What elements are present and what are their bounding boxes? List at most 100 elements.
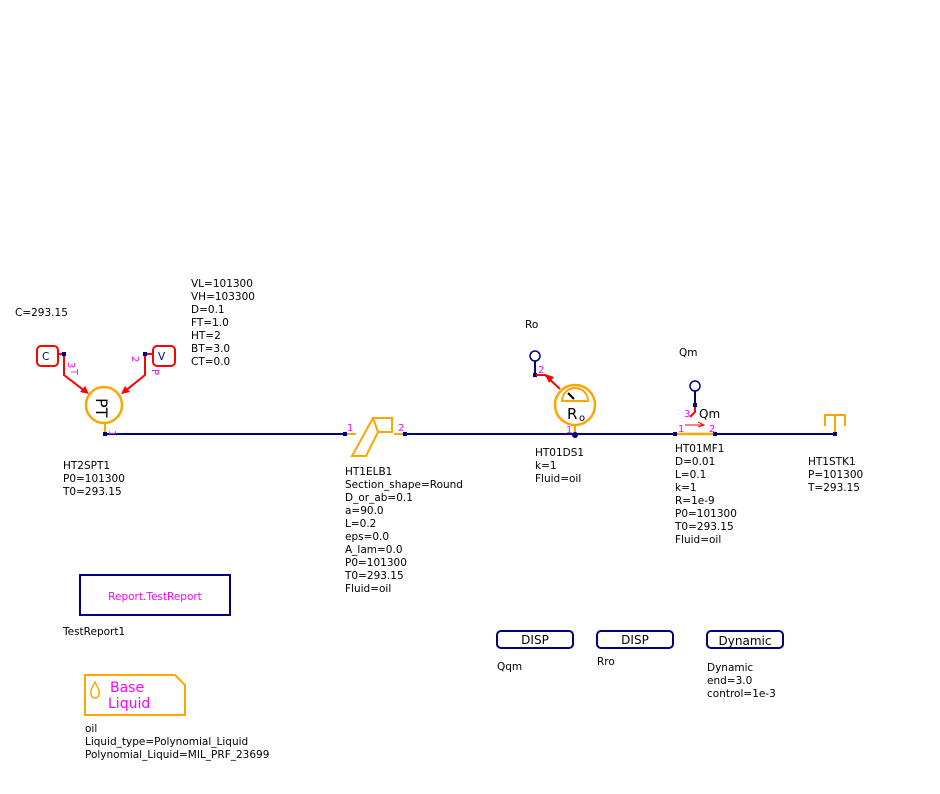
node[interactable]: [62, 352, 66, 356]
svg-text:Liquid: Liquid: [108, 696, 150, 712]
node[interactable]: [833, 432, 837, 436]
output-port-icon[interactable]: [529, 350, 541, 362]
svg-text:Dynamic: Dynamic: [719, 634, 772, 648]
test-report[interactable]: Report.TestReport TestReport1: [62, 574, 231, 638]
svg-text:HT01DS1: HT01DS1: [535, 447, 584, 459]
svg-text:Base: Base: [110, 680, 144, 696]
sensor-symbol-label: R: [567, 405, 577, 423]
svg-text:HT1ELB1: HT1ELB1: [345, 466, 392, 478]
node[interactable]: [143, 352, 147, 356]
node[interactable]: [693, 403, 697, 407]
svg-text:T0=293.15: T0=293.15: [674, 521, 734, 533]
svg-text:Dynamic: Dynamic: [707, 662, 754, 674]
svg-text:HT1STK1: HT1STK1: [808, 456, 856, 468]
display-name: Qqm: [497, 661, 522, 673]
svg-text:BT=3.0: BT=3.0: [191, 343, 230, 355]
svg-text:Report.TestReport: Report.TestReport: [108, 591, 202, 603]
base-liquid[interactable]: Base Liquid oil Liquid_type=Polynomial_L…: [84, 674, 269, 761]
svg-text:A_lam=0.0: A_lam=0.0: [345, 544, 403, 556]
density-sensor-HT01DS1[interactable]: Ro 2 R o 1 HT01DS1 k=1 Fluid=oil: [525, 319, 597, 485]
svg-text:T0=293.15: T0=293.15: [62, 486, 122, 498]
elbow-params: HT1ELB1 Section_shape=Round D_or_ab=0.1 …: [344, 466, 463, 595]
svg-text:CT=0.0: CT=0.0: [191, 356, 230, 368]
svg-text:P0=101300: P0=101300: [63, 473, 125, 485]
svg-text:2: 2: [538, 365, 544, 376]
svg-text:P0=101300: P0=101300: [345, 557, 407, 569]
svg-text:1: 1: [566, 425, 572, 436]
v-source-box[interactable]: [152, 345, 176, 367]
svg-text:L=0.1: L=0.1: [675, 469, 706, 481]
svg-text:Liquid_type=Polynomial_Liquid: Liquid_type=Polynomial_Liquid: [85, 736, 248, 748]
arrow-icon: [121, 386, 130, 394]
svg-text:2: 2: [709, 424, 715, 435]
svg-text:L=0.2: L=0.2: [345, 518, 376, 530]
dynamic-solver[interactable]: Dynamic Dynamic end=3.0 control=1e-3: [706, 630, 784, 700]
report-box[interactable]: [79, 574, 231, 616]
svg-text:Qm: Qm: [699, 407, 720, 421]
svg-text:D=0.01: D=0.01: [675, 456, 715, 468]
svg-text:VH=103300: VH=103300: [191, 291, 255, 303]
stack-HT1STK1[interactable]: HT1STK1 P=101300 T=293.15: [807, 414, 863, 494]
stack-params: HT1STK1 P=101300 T=293.15: [807, 456, 863, 494]
output-port-icon[interactable]: [689, 380, 701, 392]
svg-text:T0=293.15: T0=293.15: [344, 570, 404, 582]
pressure-transducer-HT2SPT1[interactable]: C=293.15 VL=101300 VH=103300 D=0.1 FT=1.…: [15, 278, 255, 498]
svg-text:eps=0.0: eps=0.0: [345, 531, 389, 543]
svg-text:Fluid=oil: Fluid=oil: [345, 583, 391, 595]
svg-text:P=101300: P=101300: [808, 469, 863, 481]
c-source-label: C: [42, 351, 49, 363]
mass-flow-HT01MF1[interactable]: Qm 3 Qm 1 2 HT01MF1 D=0.01 L=0.1 k=1 R=1…: [673, 347, 737, 546]
svg-text:HT=2: HT=2: [191, 330, 221, 342]
svg-text:D_or_ab=0.1: D_or_ab=0.1: [345, 492, 413, 504]
svg-text:1: 1: [678, 424, 684, 435]
v-source-label: V: [158, 351, 166, 363]
svg-text:Polynomial_Liquid=MIL_PRF_2369: Polynomial_Liquid=MIL_PRF_23699: [85, 749, 269, 761]
svg-text:o: o: [579, 413, 585, 424]
c-source-box[interactable]: [36, 345, 59, 367]
svg-text:end=3.0: end=3.0: [707, 675, 752, 687]
display-rro[interactable]: DISP Rro: [596, 630, 674, 668]
node[interactable]: [343, 432, 347, 436]
v-signal-wire[interactable]: [123, 353, 153, 393]
mass-flow-output-label: Qm: [679, 347, 698, 359]
transducer-symbol-label: PT: [92, 398, 111, 418]
svg-text:HT01MF1: HT01MF1: [675, 443, 724, 455]
base-liquid-box[interactable]: [84, 674, 186, 716]
svg-text:Fluid=oil: Fluid=oil: [675, 534, 721, 546]
report-name: TestReport1: [62, 626, 125, 638]
dynamic-button[interactable]: [706, 630, 784, 649]
svg-text:HT2SPT1: HT2SPT1: [63, 460, 110, 472]
transducer-settings: VL=101300 VH=103300 D=0.1 FT=1.0 HT=2 BT…: [191, 278, 255, 368]
arrow-icon: [545, 374, 554, 383]
svg-text:2: 2: [129, 356, 140, 362]
svg-text:T=293.15: T=293.15: [807, 482, 860, 494]
svg-text:T: T: [68, 368, 79, 376]
display-qqm[interactable]: DISP Qqm: [496, 630, 574, 673]
node[interactable]: [403, 432, 407, 436]
node[interactable]: [103, 432, 107, 436]
sensor-params: HT01DS1 k=1 Fluid=oil: [535, 447, 584, 485]
c-signal-wire[interactable]: [58, 353, 87, 393]
svg-text:1: 1: [106, 430, 117, 436]
svg-text:D=0.1: D=0.1: [191, 304, 225, 316]
svg-text:R=1e-9: R=1e-9: [675, 495, 715, 507]
disp-button[interactable]: [596, 630, 674, 649]
svg-text:2: 2: [398, 423, 404, 434]
node[interactable]: [673, 432, 677, 436]
temperature-label: C=293.15: [15, 307, 68, 319]
svg-text:3: 3: [65, 362, 76, 368]
svg-text:Section_shape=Round: Section_shape=Round: [345, 479, 463, 491]
node[interactable]: [713, 432, 717, 436]
svg-text:P: P: [149, 369, 160, 375]
svg-text:VL=101300: VL=101300: [191, 278, 253, 290]
liquid-params: oil Liquid_type=Polynomial_Liquid Polyno…: [85, 723, 269, 761]
node[interactable]: [572, 432, 578, 438]
svg-text:Fluid=oil: Fluid=oil: [535, 473, 581, 485]
disp-button[interactable]: [496, 630, 574, 649]
node[interactable]: [533, 373, 537, 377]
elbow-HT1ELB1[interactable]: 1 2 HT1ELB1 Section_shape=Round D_or_ab=…: [343, 417, 463, 595]
drop-icon: [90, 680, 100, 699]
display-name: Rro: [597, 656, 615, 668]
svg-text:oil: oil: [85, 723, 97, 735]
svg-text:control=1e-3: control=1e-3: [707, 688, 776, 700]
